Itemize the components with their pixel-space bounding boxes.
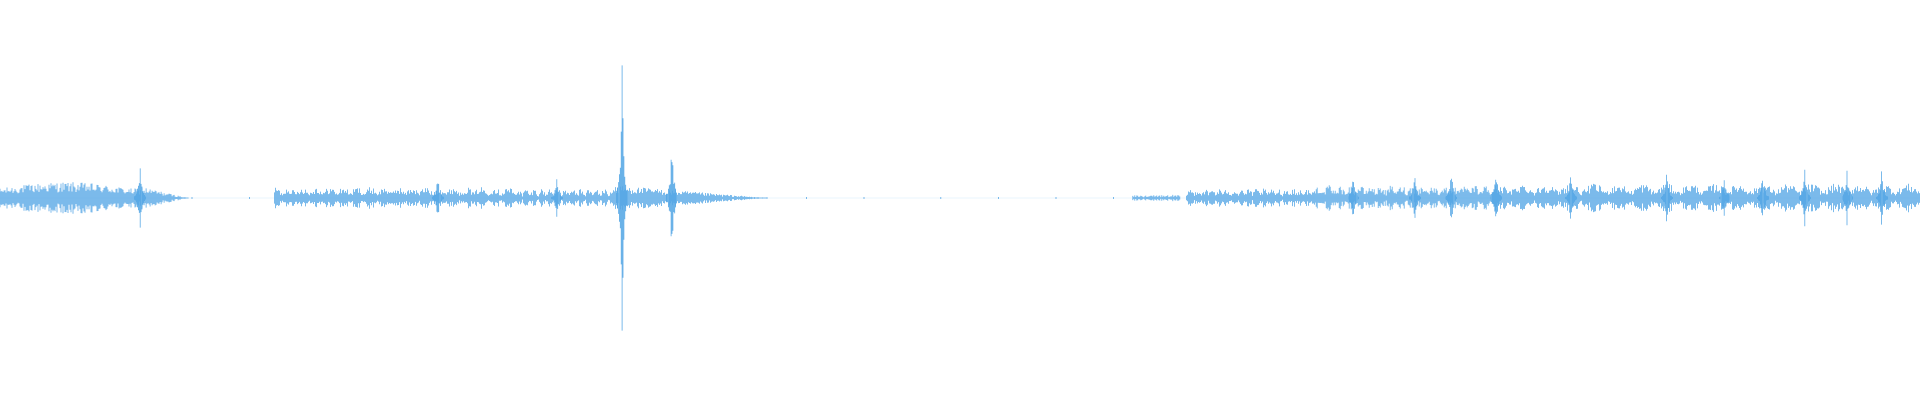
waveform-samples	[0, 65, 1920, 331]
